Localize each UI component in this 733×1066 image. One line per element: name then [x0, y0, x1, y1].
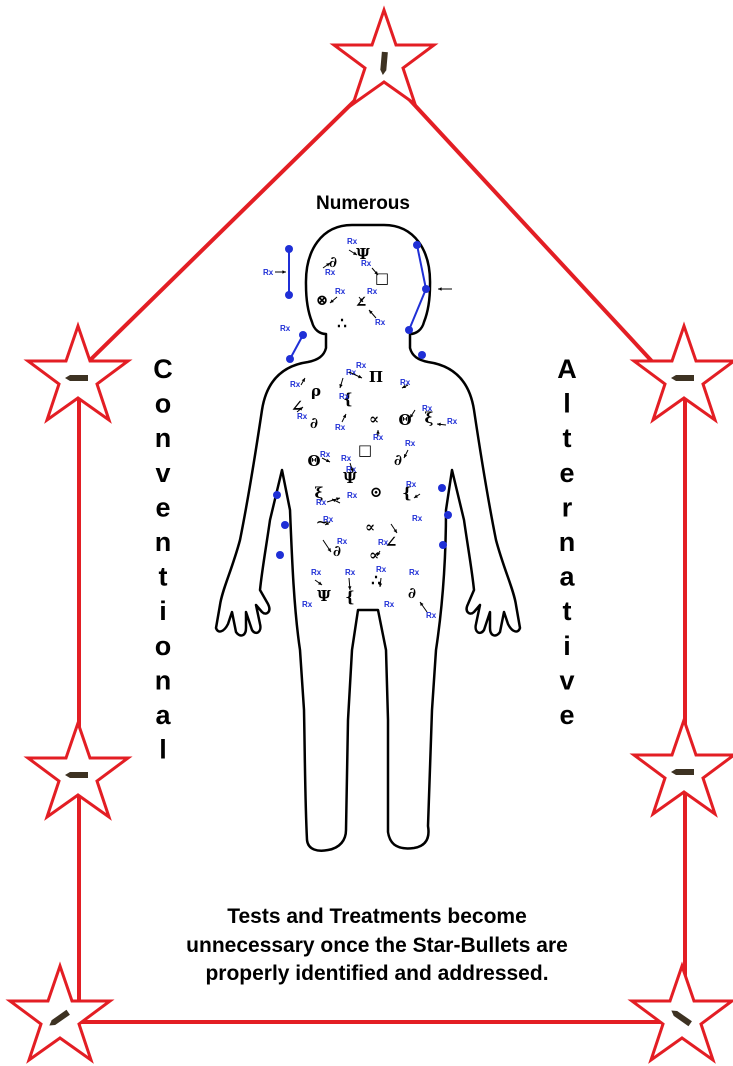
label-letter: l	[159, 735, 167, 765]
label-letter: n	[559, 527, 576, 557]
label-letter: a	[155, 700, 171, 730]
label-letter: n	[155, 423, 172, 453]
symbol-glyph: Θ	[398, 411, 411, 429]
label-letter: r	[562, 492, 573, 522]
label-letter: o	[155, 631, 172, 661]
symbol-glyph: ⊗	[316, 291, 329, 309]
symbol-glyph: {	[345, 588, 355, 606]
rx-label: Rx	[384, 600, 395, 609]
rx-label: Rx	[422, 404, 433, 413]
symbol-glyph: ∴	[337, 314, 347, 332]
human-body-outline	[216, 225, 520, 851]
label-letter: a	[559, 562, 575, 592]
rx-label: Rx	[400, 378, 411, 387]
caption-line-1: Tests and Treatments become	[227, 905, 527, 928]
rx-label: Rx	[347, 491, 358, 500]
rx-label: Rx	[302, 600, 313, 609]
label-letter: v	[559, 665, 574, 695]
rx-label: Rx	[280, 324, 291, 333]
symbol-glyph: ∠	[355, 293, 368, 311]
symbol-glyph: Θ	[307, 452, 320, 470]
label-letter: l	[563, 389, 571, 419]
arrowhead	[282, 270, 286, 273]
rx-label: Rx	[412, 514, 423, 523]
symbol-glyph: □	[358, 441, 372, 459]
caption-line-3: properly identified and addressed.	[205, 962, 548, 985]
rx-label: Rx	[356, 361, 367, 370]
rx-label: Rx	[405, 439, 416, 448]
caption-line-2: unnecessary once the Star-Bullets are	[186, 934, 568, 957]
symbol-glyph: ρ	[311, 382, 321, 400]
rx-label: Rx	[347, 237, 358, 246]
symbol-glyph: Π	[369, 368, 383, 386]
symbol-glyph: ∂	[310, 414, 318, 432]
label-letter: i	[563, 631, 571, 661]
star-icon-bottom-right	[632, 966, 732, 1060]
label-letter: t	[563, 596, 572, 626]
rx-label: Rx	[346, 368, 357, 377]
rx-label: Rx	[426, 611, 437, 620]
symbol-glyph: ∂	[394, 451, 402, 469]
symbol-glyph: ∝	[369, 410, 379, 428]
rx-label: Rx	[320, 450, 331, 459]
rx-label: Rx	[361, 259, 372, 268]
rx-label: Rx	[345, 568, 356, 577]
star-icon-bottom-left	[10, 966, 110, 1060]
label-letter: t	[159, 562, 168, 592]
rx-label: Rx	[325, 268, 336, 277]
rx-label: Rx	[316, 498, 327, 507]
rx-label: Rx	[406, 480, 417, 489]
label-letter: C	[153, 354, 173, 384]
label-letter: t	[563, 423, 572, 453]
rx-label: Rx	[447, 417, 458, 426]
diagram-title: Numerous	[316, 193, 410, 214]
label-letter: n	[155, 527, 172, 557]
label-letter: v	[155, 458, 170, 488]
rx-label: Rx	[335, 287, 346, 296]
label-letter: o	[155, 389, 172, 419]
rx-label: Rx	[337, 537, 348, 546]
rx-label: Rx	[290, 380, 301, 389]
symbol-glyph: ∂	[408, 584, 416, 602]
rx-label: Rx	[335, 423, 346, 432]
label-letter: e	[559, 458, 574, 488]
label-letter: n	[155, 665, 172, 695]
rx-label: Rx	[376, 565, 387, 574]
star-icon-top	[334, 10, 434, 104]
label-letter: e	[559, 700, 574, 730]
rx-label: Rx	[375, 318, 386, 327]
label-letter: e	[155, 492, 170, 522]
label-letter: A	[557, 354, 577, 384]
rx-label: Rx	[311, 568, 322, 577]
rx-label: Rx	[263, 268, 274, 277]
rx-label: Rx	[367, 287, 378, 296]
rx-label: Rx	[378, 538, 389, 547]
rx-label: Rx	[409, 568, 420, 577]
symbol-glyph: ∝	[365, 518, 375, 536]
label-letter: i	[159, 596, 167, 626]
rx-label: Rx	[339, 392, 350, 401]
arrowhead	[438, 287, 442, 290]
rx-label: Rx	[341, 454, 352, 463]
symbol-glyph: ⊙	[370, 483, 383, 501]
rx-label: Rx	[297, 412, 308, 421]
symbol-glyph: Ψ	[317, 587, 331, 605]
